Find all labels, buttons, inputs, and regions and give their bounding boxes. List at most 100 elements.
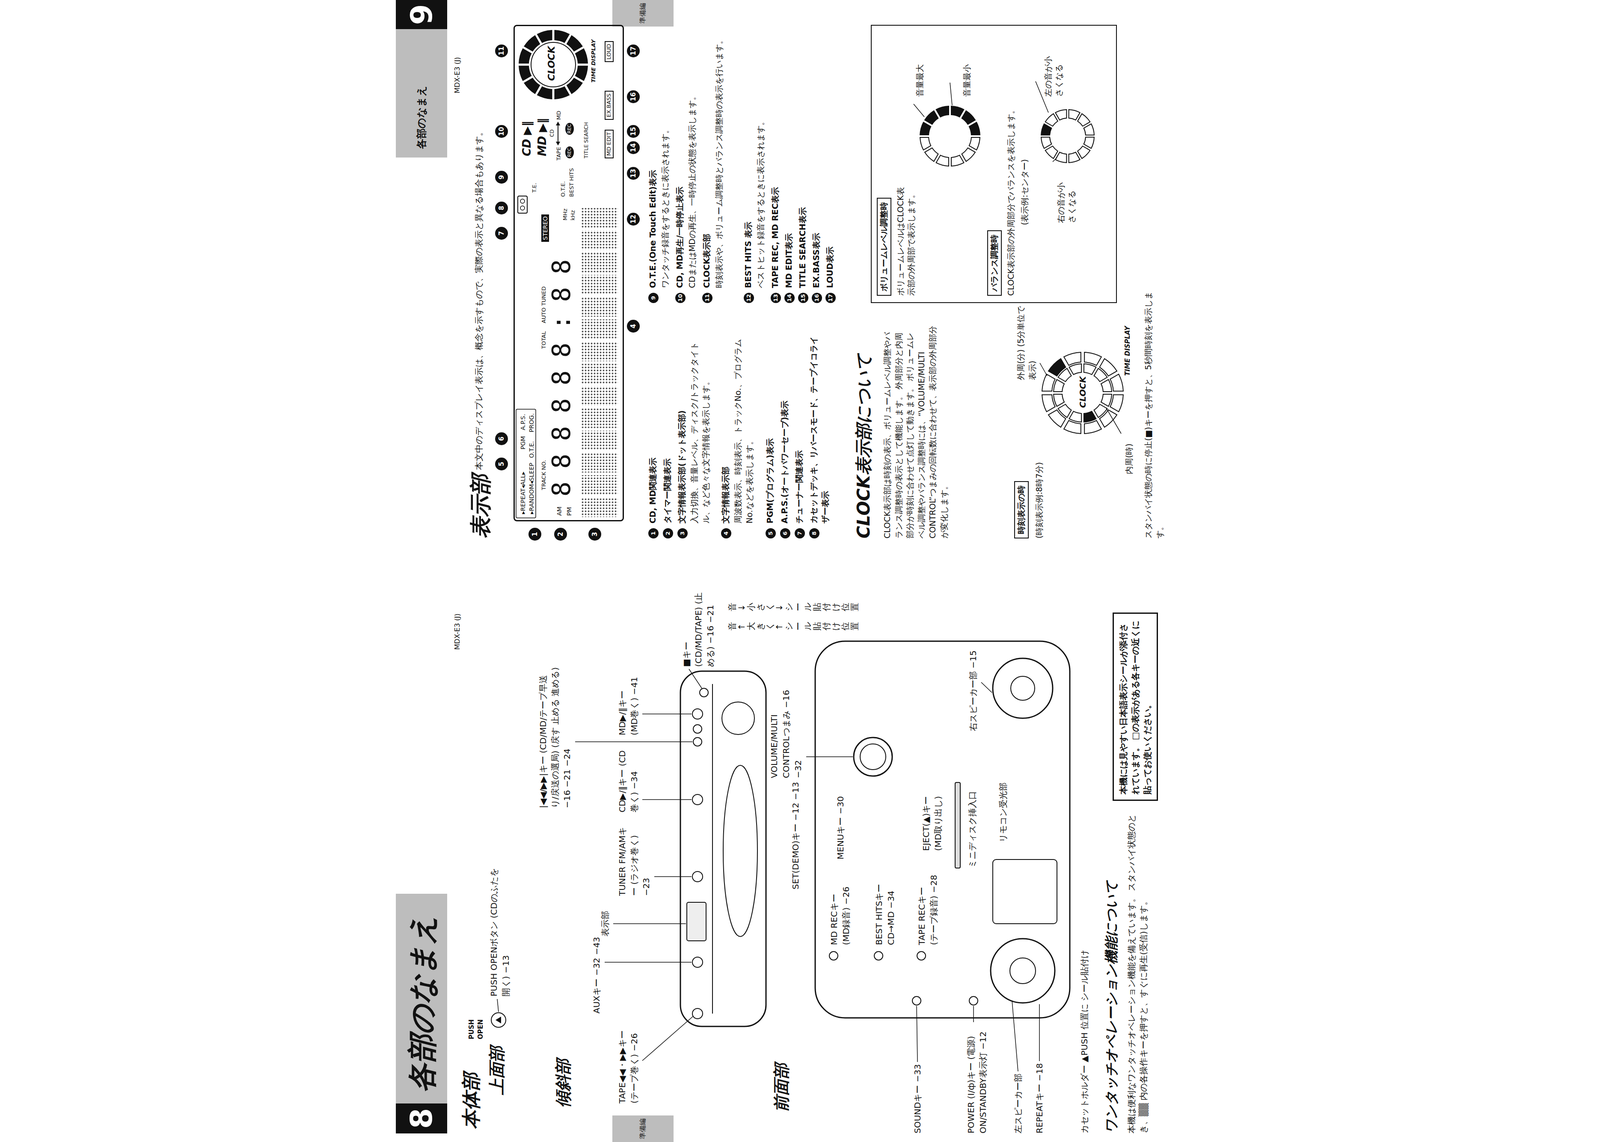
ring-segment [1041,374,1056,392]
balance-diagram [1041,109,1095,163]
node-text: O.T.E. [559,181,567,197]
sticker-position: 音↑大きく↑シール貼付け位置 [727,621,860,631]
note-box: 本機には見やすい日本語表示シールが添付されています。 □の表示がある各キーの近く… [1112,612,1158,801]
ring-segment [951,155,964,167]
ring-segment [1069,363,1082,375]
ring-segment [575,48,588,64]
node-text: バランス調整時 [988,234,1001,292]
node-text: 音量最大 [914,64,926,97]
part-label: TAPE RECキー (テープ録音) −28 [915,872,940,945]
body-text: CLOCK表示部は時刻の表示、ボリュームレベル調整やバランス調整時の表示として機… [881,324,950,539]
tape-icon [520,205,525,211]
leader-line [497,998,499,1012]
node-text: kHz [569,210,577,221]
node-text: MD ▶‖ [535,117,550,157]
callout-number: 1 [528,527,542,541]
button [693,724,702,734]
node-text: REC [565,146,574,159]
node-text: AUTO TUNED [540,286,548,324]
part-label: |◀◀/▶▶|キー (CD/MD/テープ早送り/戻送の選局) (戻す 止める 進… [537,666,573,808]
tape-icon [517,195,528,214]
callout-number: 8 [809,528,820,539]
part-label: 左スピーカー部 [1012,1073,1025,1134]
item-text: 入力切換、音量レベル、ディスク/トラックタイトル、など色々な文字情報を表示します… [688,332,712,524]
item-heading: O.T.E.(One Touch Edit)表示 [647,31,659,288]
node-text: TITLE SEARCH [583,119,591,159]
node-text: MD [555,110,563,120]
speaker [1009,957,1036,984]
diagram-label: 外周(分) (5分単位で表示) [1015,305,1038,380]
display-window [686,902,707,941]
node-text: A.P.S. [519,413,527,431]
callout-number: 10 [495,124,508,138]
callout-number: 17 [626,44,640,58]
model-code: MDX-E3 (J) [452,56,463,94]
ring-segment [519,65,532,81]
item-text: ワンタッチ録音をするときに表示されます。 [659,31,671,288]
node-text: 右の音が小さくなる [1055,180,1077,223]
callout-number: 3 [588,527,602,541]
leader-line [642,798,692,800]
node-text: EX.BASS [604,90,614,120]
ring-segment [519,48,532,64]
body-text: (時刻表示例:8時7分) [1033,462,1045,539]
item-heading: TAPE REC, MD REC表示 [769,31,781,288]
leader-line [688,668,702,689]
node-text: 時刻表示の時 [1015,485,1028,535]
callout-number: 11 [702,292,713,303]
ring-segment [537,30,553,43]
body-text: スタンバイ状態の時に停止(■)キーを押すと、5秒間時刻を表示します。 [1142,290,1166,539]
item-heading: BEST HITS 表示 [742,31,754,288]
ring-segment [575,65,588,81]
ring-segment [924,110,939,125]
callout-number: 1 [648,528,659,539]
callout-number: 17 [825,292,836,303]
ring-segment [951,106,964,117]
item-heading: CLOCK表示部 [700,31,713,288]
push-open-button [491,1012,506,1028]
part-label: 表示部 [599,910,612,937]
leader-line [973,1005,974,1022]
callout-number: 7 [794,528,805,539]
ring-segment [1101,379,1112,392]
ring-segment [961,148,976,162]
leader-line [654,875,692,877]
node-text: O.T.E. [527,440,536,458]
matrix-cell [581,230,618,250]
item-text: 時刻表示や、ボリューム調整時とバランス調整時の表示を行います。 [713,31,725,288]
body-text: 本文中のディスプレイ表示は、概念を示すもので、実際の表示と異なる場合もあります。 [472,41,485,470]
leader-line [613,923,686,924]
node-text: 音量最小 [961,64,973,97]
callout-number: 9 [648,292,659,303]
ring-segment [1084,352,1102,366]
heading-box: 時刻表示の時 [1014,480,1029,539]
node-text: MHz [561,208,570,221]
heading-box: ボリュームレベル調整時 [876,197,892,296]
node-text: 左の音が小さくなる [1042,53,1064,97]
speaker [990,938,1055,1003]
item-heading: 文字情報表示部(ドット表示部) [676,332,688,524]
page-number: 9 [395,0,448,30]
item-heading: LOUD表示 [824,31,836,288]
ring-segment [1045,145,1058,159]
node-text: (表示例:センター) [1019,159,1031,226]
part-label: SET(DEMO)キー −12 −13 [789,781,802,890]
section-heading: 上面部 [485,1045,509,1095]
volume-knob [853,737,893,776]
callout-number: 13 [626,166,640,180]
ring-segment [969,137,980,150]
ring-segment [924,148,939,162]
matrix-cell [581,497,618,517]
device-body [815,641,1070,1018]
item-heading: チューナー関連表示 [793,332,805,524]
callout-number: 6 [495,432,508,446]
part-label: REPEATキー −18 [1033,1062,1046,1134]
node-text: 本機には見やすい日本語表示シールが添付されています。 □の表示がある各キーの近く… [1117,618,1154,795]
ring-segment [1068,152,1081,163]
ring-segment [1055,109,1067,120]
eject-symbol [495,1016,502,1024]
section-heading: 表示部 [465,474,496,539]
node-text: PM [565,506,573,516]
matrix-cell [581,274,618,295]
ring-segment [1083,363,1097,375]
